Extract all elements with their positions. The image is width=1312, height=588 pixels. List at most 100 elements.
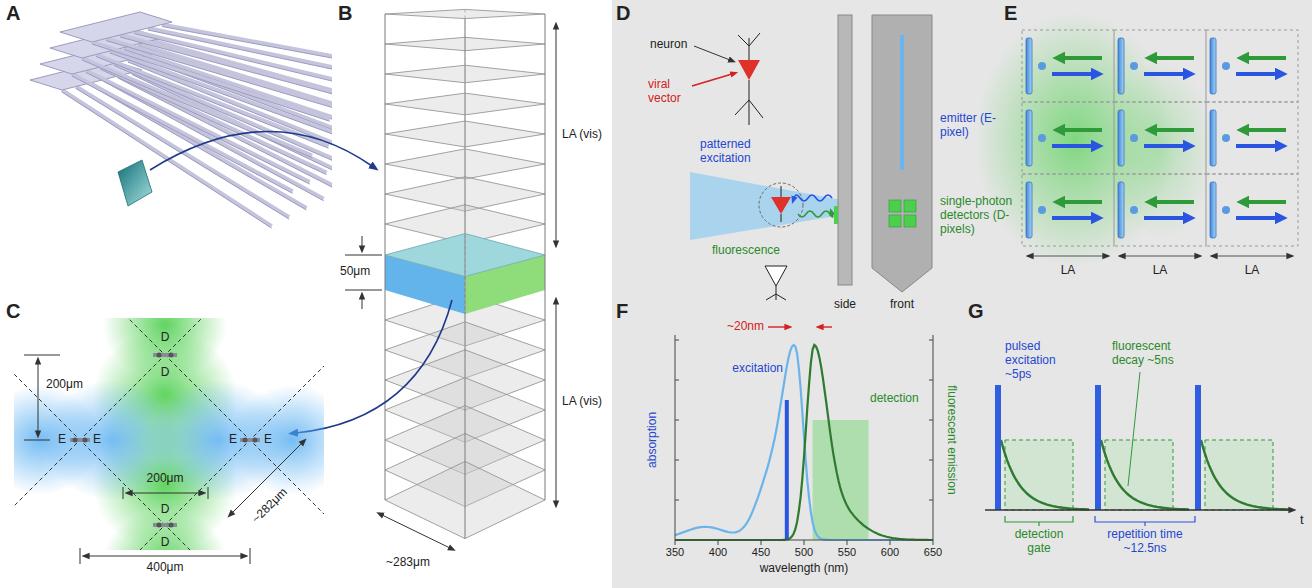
pixel-label: D bbox=[161, 536, 170, 550]
pixel-grid bbox=[1022, 174, 1114, 246]
pixel-grid bbox=[1052, 72, 1092, 76]
pixel-pair bbox=[83, 438, 88, 443]
pixel-grid bbox=[1248, 200, 1286, 204]
excitation-line bbox=[785, 400, 789, 540]
tick-label: 550 bbox=[838, 546, 856, 559]
panel-letter: A bbox=[6, 2, 20, 25]
tick-label: 600 bbox=[881, 546, 899, 559]
leader-line bbox=[1128, 372, 1140, 486]
series-label: excitation bbox=[732, 362, 783, 376]
pixel-lattice bbox=[100, 318, 324, 550]
bracket-label: detection gate bbox=[1008, 528, 1070, 556]
pixel-grid bbox=[1248, 56, 1286, 60]
gap-arrow bbox=[822, 326, 832, 327]
pulse-train bbox=[1105, 440, 1173, 510]
pixel-grid bbox=[1206, 174, 1298, 246]
pixel-grid bbox=[1052, 216, 1092, 220]
callout-label: emitter (E-pixel) bbox=[940, 112, 1004, 140]
dimension-label: 50μm bbox=[340, 265, 370, 279]
chart-axis bbox=[675, 540, 933, 545]
excitation-wave bbox=[794, 195, 832, 201]
dimension-label: ~282μm bbox=[250, 486, 291, 527]
pixel-pair bbox=[253, 438, 258, 443]
spectrum-curve bbox=[675, 345, 933, 540]
detector-pixel bbox=[889, 215, 901, 227]
spectrum-curve bbox=[675, 345, 933, 540]
pulse-train bbox=[1195, 385, 1201, 510]
dimension-line bbox=[38, 363, 39, 432]
detector-pixel bbox=[904, 200, 916, 212]
pixel-grid bbox=[1222, 62, 1230, 70]
pixel-lattice bbox=[14, 318, 240, 550]
tick-label: 400 bbox=[709, 546, 727, 559]
pixel-grid bbox=[1130, 134, 1138, 142]
panel-letter: C bbox=[6, 300, 20, 323]
bracket bbox=[1005, 516, 1073, 526]
pixel-pair bbox=[153, 523, 177, 527]
shank-front bbox=[872, 15, 932, 292]
callout-label: neuron bbox=[650, 38, 687, 52]
pixel-pair bbox=[157, 523, 162, 528]
neuron-symbol bbox=[771, 197, 791, 214]
pixel-label: D bbox=[161, 331, 170, 345]
pixel-grid bbox=[1032, 256, 1104, 257]
panel-letter: D bbox=[616, 2, 630, 25]
pixel-grid bbox=[1022, 30, 1298, 256]
callout-label: fluorescence bbox=[712, 244, 780, 258]
pixel-grid bbox=[1236, 72, 1276, 76]
pixel-grid bbox=[1026, 38, 1032, 94]
pixel-grid bbox=[1236, 144, 1276, 148]
pixel-pair bbox=[157, 353, 162, 358]
pixel-pair bbox=[240, 438, 260, 442]
dimension-line bbox=[382, 515, 450, 548]
tick-label: 650 bbox=[924, 546, 942, 559]
pixel-lattice bbox=[14, 385, 102, 495]
pixel-label: D bbox=[161, 503, 170, 517]
pulse-train bbox=[1095, 385, 1101, 510]
zoom-arrow bbox=[150, 131, 372, 170]
dimension-line bbox=[88, 556, 242, 557]
dimension-label: 200μm bbox=[147, 472, 184, 486]
pixel-pair bbox=[169, 523, 174, 528]
dimension-label: 200μm bbox=[46, 378, 83, 392]
emitter-line bbox=[900, 35, 904, 170]
pixel-pair bbox=[169, 353, 174, 358]
callout-label: single-photon detectors (D-pixels) bbox=[940, 195, 1020, 236]
detector-pixel bbox=[889, 200, 916, 227]
view-label: front bbox=[890, 298, 914, 312]
pixel-grid bbox=[1222, 206, 1230, 214]
shank-side bbox=[838, 15, 852, 285]
pixel-grid bbox=[1064, 56, 1102, 60]
target-circle bbox=[759, 183, 803, 227]
neuron-symbol bbox=[766, 286, 786, 300]
pixel-label: E bbox=[229, 433, 237, 447]
series-label: detection bbox=[870, 392, 919, 406]
chart-axis bbox=[675, 335, 933, 540]
pixel-pair bbox=[70, 438, 90, 442]
pixel-grid bbox=[1114, 30, 1206, 102]
dimension-label: LA bbox=[1153, 264, 1168, 278]
dimension-line bbox=[131, 493, 200, 494]
callout-label: pulsed excitation ~5ps bbox=[1005, 340, 1077, 381]
pixel-lattice bbox=[90, 318, 324, 550]
pixel-grid bbox=[1118, 182, 1124, 238]
detector-pixel bbox=[904, 215, 916, 227]
pixel-grid bbox=[1144, 216, 1184, 220]
neuron-symbol bbox=[771, 186, 791, 222]
pulse-train bbox=[995, 385, 1289, 510]
callout-label: patterned excitation bbox=[700, 138, 784, 166]
probe-array bbox=[60, 12, 172, 42]
neuron-symbol bbox=[735, 33, 763, 125]
pulse-train bbox=[995, 385, 1001, 510]
pixel-grid bbox=[1144, 144, 1184, 148]
pixel-lattice bbox=[14, 318, 324, 550]
dimension-line bbox=[24, 440, 50, 441]
pixel-grid bbox=[1064, 128, 1102, 132]
pulse-train bbox=[1005, 440, 1073, 510]
gap-label: ~20nm bbox=[727, 320, 764, 334]
pixel-grid bbox=[1156, 56, 1194, 60]
dimension-line bbox=[362, 298, 363, 309]
voxel-column bbox=[385, 9, 545, 538]
dimension-line bbox=[250, 548, 251, 564]
pixel-grid bbox=[1156, 200, 1194, 204]
